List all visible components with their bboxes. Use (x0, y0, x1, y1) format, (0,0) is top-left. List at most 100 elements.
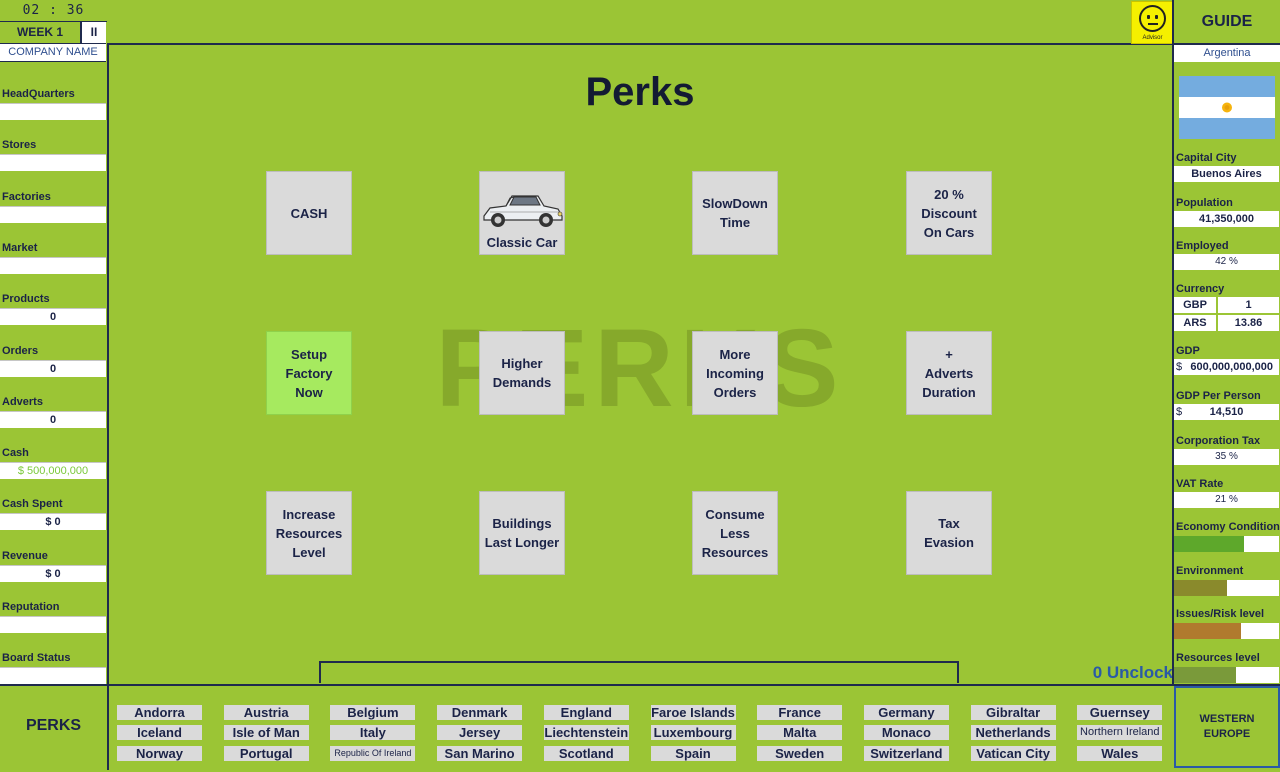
country-button[interactable]: Guernsey (1077, 705, 1163, 720)
country-button[interactable]: Luxembourg (650, 725, 736, 740)
gdp-per-person-label: GDP Per Person (1176, 390, 1261, 402)
advisor-button[interactable]: Advisor (1131, 1, 1174, 44)
level-bar-fill (1174, 536, 1245, 552)
corporation-tax-label: Corporation Tax (1176, 435, 1261, 447)
perk-label: Buildings Last Longer (484, 516, 560, 550)
gdp-per-person-value: $ 14,510 (1174, 404, 1279, 420)
country-button[interactable]: Switzerland (863, 746, 949, 761)
unlock-counter: 0 Unclock (1092, 663, 1173, 682)
country-button[interactable]: Gibraltar (970, 705, 1056, 720)
perk-label: CASH (290, 205, 328, 221)
level-bar (1174, 667, 1279, 683)
classic-car-icon (483, 195, 563, 227)
country-button[interactable]: Liechtenstein (543, 725, 629, 740)
population-value: 41,350,000 (1174, 211, 1279, 227)
country-button[interactable]: Jersey (437, 725, 523, 740)
perk-button[interactable]: 20 % Discount On Cars (906, 171, 992, 255)
perk-button[interactable]: Higher Demands (479, 331, 565, 415)
employed-label: Employed (1176, 240, 1229, 252)
country-button[interactable]: France (757, 705, 843, 720)
country-button[interactable]: Faroe Islands (650, 705, 736, 720)
vat-label: VAT Rate (1176, 478, 1224, 490)
country-button[interactable]: Isle of Man (223, 725, 309, 740)
level-bar-fill (1174, 623, 1242, 639)
perk-button[interactable]: Setup Factory Now (266, 331, 352, 415)
perk-button[interactable]: Consume Less Resources (692, 491, 778, 575)
guide-button[interactable]: GUIDE (1174, 0, 1280, 45)
country-button[interactable]: Netherlands (970, 725, 1056, 740)
perk-button[interactable]: More Incoming Orders (692, 331, 778, 415)
perk-label: Consume Less Resources (701, 506, 769, 560)
country-button[interactable]: Austria (223, 705, 309, 720)
perk-button[interactable]: Tax Evasion (906, 491, 992, 575)
region-button[interactable]: WESTERN EUROPE (1174, 686, 1280, 768)
stat-value: $ 0 (0, 513, 106, 531)
capital-value: Buenos Aires (1174, 166, 1279, 182)
stat-value (0, 667, 106, 685)
stat-label: Reputation (2, 601, 60, 613)
country-button[interactable]: Norway (117, 746, 202, 761)
country-button[interactable]: Iceland (117, 725, 202, 740)
perk-label: SlowDown Time (702, 196, 768, 230)
country-button[interactable]: Wales (1077, 746, 1163, 761)
stat-value: $ 0 (0, 564, 106, 582)
perk-label: 20 % Discount On Cars (921, 186, 977, 240)
country-button[interactable]: Northern Ireland (1077, 725, 1163, 740)
perk-button[interactable]: + Adverts Duration (906, 331, 992, 415)
perk-button[interactable]: CASH (266, 171, 352, 255)
stat-label: Stores (2, 139, 37, 152)
country-button[interactable]: Belgium (330, 705, 416, 720)
stat-label: HeadQuarters (2, 88, 75, 100)
corporation-tax-value: 35 % (1174, 449, 1279, 465)
stat-label: Cash (2, 447, 29, 460)
gdp-value: $ 600,000,000,000 (1174, 359, 1279, 375)
country-button[interactable]: Spain (650, 746, 736, 761)
country-button[interactable]: Sweden (757, 746, 843, 761)
country-button[interactable]: Italy (330, 725, 416, 740)
country-button[interactable]: Germany (863, 705, 949, 720)
stat-value (0, 205, 106, 223)
country-button[interactable]: San Marino (437, 746, 523, 761)
stat-value (0, 103, 106, 120)
bar-label: Environment (1176, 565, 1244, 577)
stat-value (0, 616, 106, 633)
country-button[interactable]: Republic Of Ireland (330, 746, 416, 761)
stat-value: 0 (0, 308, 106, 326)
week-label: WEEK 1 (0, 22, 81, 44)
perk-label: + Adverts Duration (922, 346, 976, 400)
capital-label: Capital City (1176, 152, 1237, 164)
country-button[interactable]: Andorra (117, 705, 202, 720)
level-bar-fill (1174, 667, 1236, 683)
stat-value (0, 154, 106, 172)
country-button[interactable]: Portugal (223, 746, 309, 761)
perk-button[interactable]: Increase Resources Level (266, 491, 352, 575)
country-button[interactable]: Vatican City (970, 746, 1056, 761)
currency-rate-ars: 13.86 (1218, 315, 1279, 331)
perk-button[interactable]: Buildings Last Longer (479, 491, 565, 575)
perk-button[interactable]: Classic Car (479, 171, 565, 255)
level-bar (1174, 580, 1279, 596)
perk-label: More Incoming Orders (706, 346, 764, 400)
perk-button[interactable]: SlowDown Time (692, 171, 778, 255)
country-button[interactable]: England (543, 705, 629, 720)
stat-label: Revenue (2, 549, 48, 562)
neutral-face-icon (1139, 5, 1166, 32)
top-bar (107, 0, 1172, 45)
country-button[interactable]: Malta (757, 725, 843, 740)
pause-button[interactable]: II (81, 22, 106, 44)
perk-label: Setup Factory Now (285, 346, 333, 400)
company-name: COMPANY NAME (0, 44, 106, 62)
unlock-progress-bar (319, 661, 959, 683)
bar-label: Resources level (1176, 652, 1260, 664)
country-button[interactable]: Denmark (437, 705, 523, 720)
stat-value (0, 256, 106, 274)
perk-label: Higher Demands (492, 356, 552, 390)
gdp-symbol: $ (1176, 361, 1183, 373)
perk-label: Increase Resources Level (275, 506, 343, 560)
country-button[interactable]: Scotland (543, 746, 629, 761)
stat-label: Adverts (2, 395, 43, 408)
country-button[interactable]: Monaco (863, 725, 949, 740)
gdp-pp-amount: 14,510 (1209, 406, 1244, 418)
perks-tab[interactable]: PERKS (0, 686, 109, 770)
stat-label: Factories (2, 190, 51, 203)
